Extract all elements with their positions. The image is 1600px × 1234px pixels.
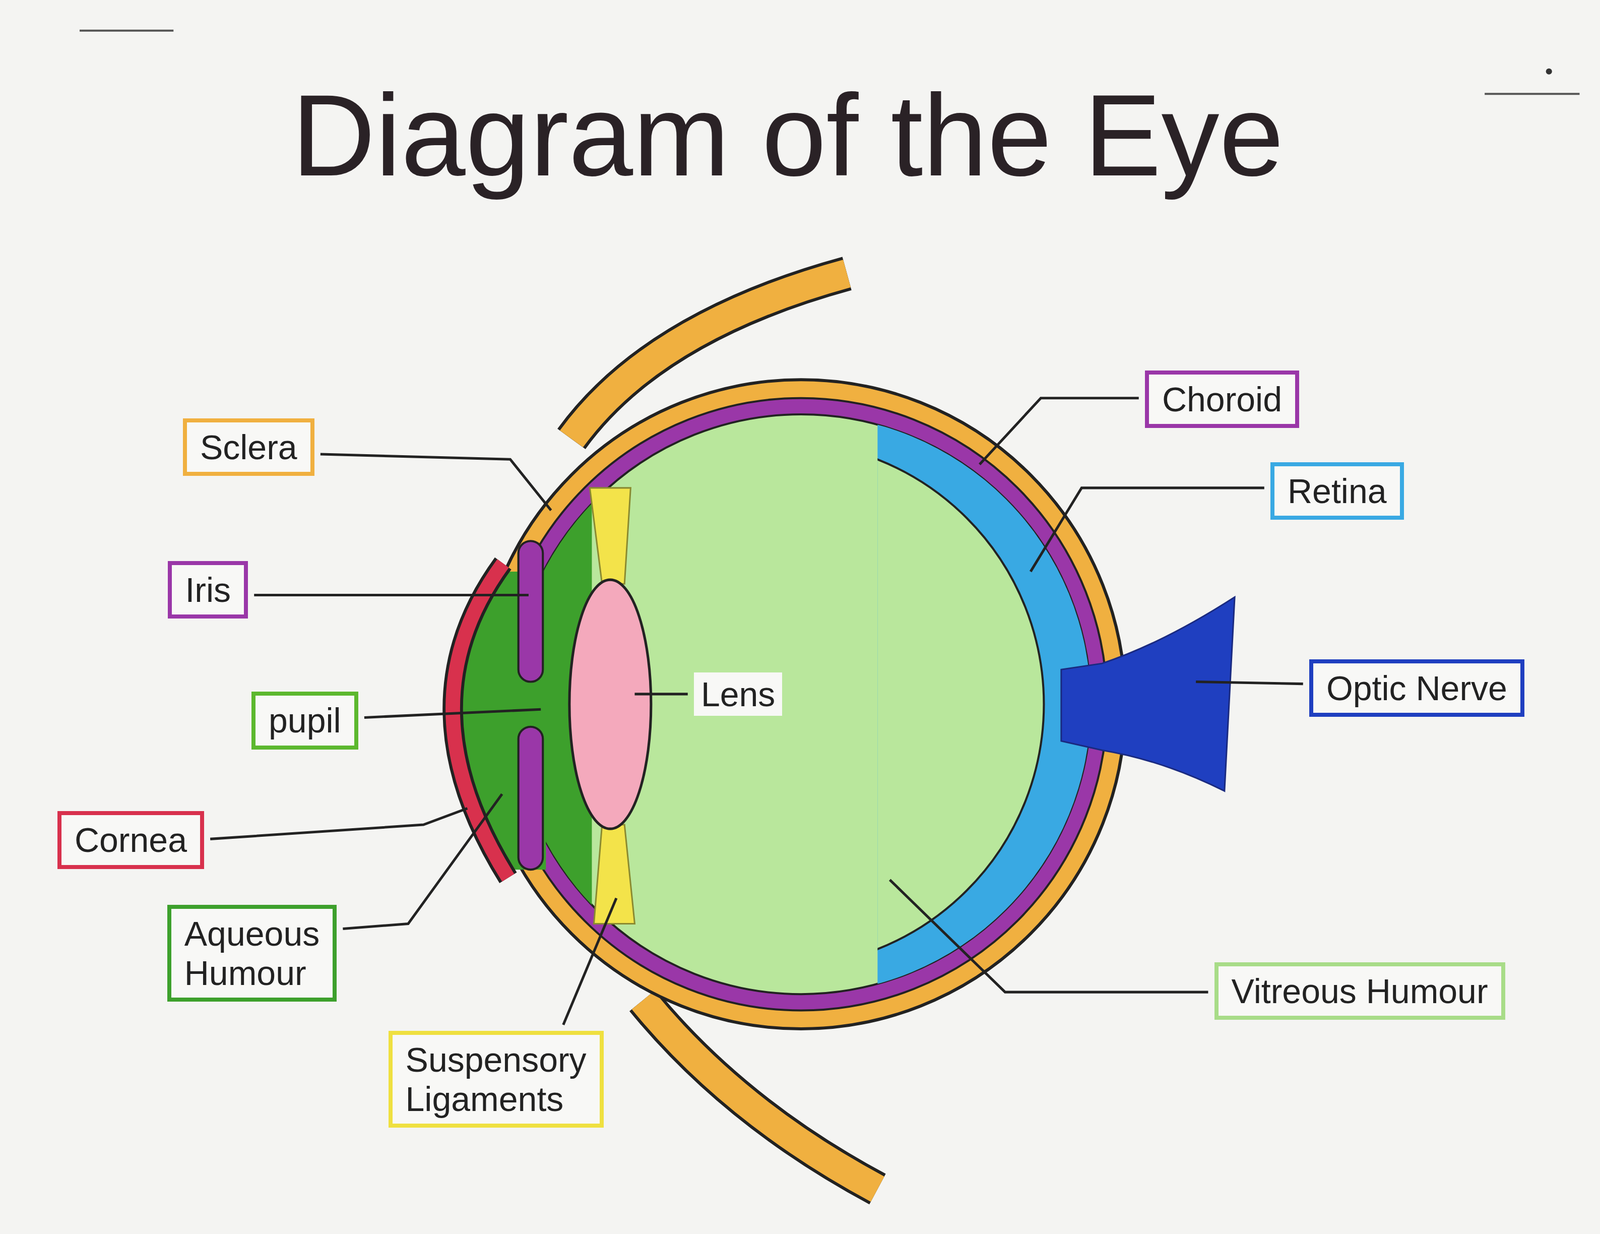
part-name: Cornea (74, 819, 187, 860)
part-name: Vitreous Humour (1231, 971, 1489, 1011)
corner-line (79, 29, 174, 32)
socket-band-outline (643, 999, 878, 1189)
pupil-label-box: pupil (251, 691, 359, 749)
socket-band (643, 999, 878, 1189)
part-name: Iris (184, 569, 231, 610)
leader-line (320, 454, 552, 510)
leader-line (364, 709, 541, 718)
sclera-layer (476, 379, 1126, 1029)
part-name: Aqueous Humour (184, 913, 320, 993)
iris-shape (518, 726, 544, 870)
choroid-layer (494, 398, 1108, 1011)
vitreous-label-box: Vitreous Humour (1214, 962, 1506, 1020)
vitreous-humour (510, 414, 1091, 994)
leader-line (342, 793, 502, 929)
part-name: Suspensory Ligaments (405, 1039, 587, 1119)
leader-line (1195, 681, 1304, 684)
title: Diagram of the Eye (291, 71, 1285, 200)
optic-nerve-shape (1061, 597, 1235, 792)
part-name: Sclera (200, 427, 298, 467)
retina-layer (877, 414, 1091, 994)
leader-line (889, 879, 1209, 992)
corner-dot (1546, 68, 1553, 75)
cornea-label-box: Cornea (57, 810, 205, 869)
suspensory-label-box: Suspensory Ligaments (388, 1030, 604, 1128)
leader-line (253, 593, 529, 597)
suspensory-ligament (593, 824, 635, 924)
leader-line (563, 898, 617, 1025)
choroid-label-box: Choroid (1144, 370, 1300, 428)
lens-shape (569, 579, 652, 829)
optic-nerve-label-box: Optic Nerve (1309, 659, 1525, 717)
suspensory-ligament (589, 487, 631, 584)
iris-shape (518, 540, 544, 682)
leader-line (634, 692, 688, 695)
leader-line (210, 808, 468, 840)
corner-line (1484, 92, 1580, 95)
part-name: Retina (1287, 471, 1387, 511)
cornea-shape (452, 563, 508, 878)
leader-line (979, 398, 1139, 465)
part-name: Lens (693, 672, 783, 716)
retina-label-box: Retina (1270, 462, 1404, 520)
part-name: pupil (268, 700, 342, 740)
vitreous-humour (877, 440, 1044, 968)
cornea-outline (452, 563, 508, 878)
sclera-label-box: Sclera (182, 418, 315, 476)
aqueous-label-box: Aqueous Humour (167, 904, 337, 1002)
iris-label-box: Iris (167, 560, 248, 619)
leader-line (1030, 487, 1265, 572)
part-name: Choroid (1162, 379, 1283, 419)
part-name: Optic Nerve (1326, 668, 1508, 708)
leader-lines (210, 398, 1304, 1025)
